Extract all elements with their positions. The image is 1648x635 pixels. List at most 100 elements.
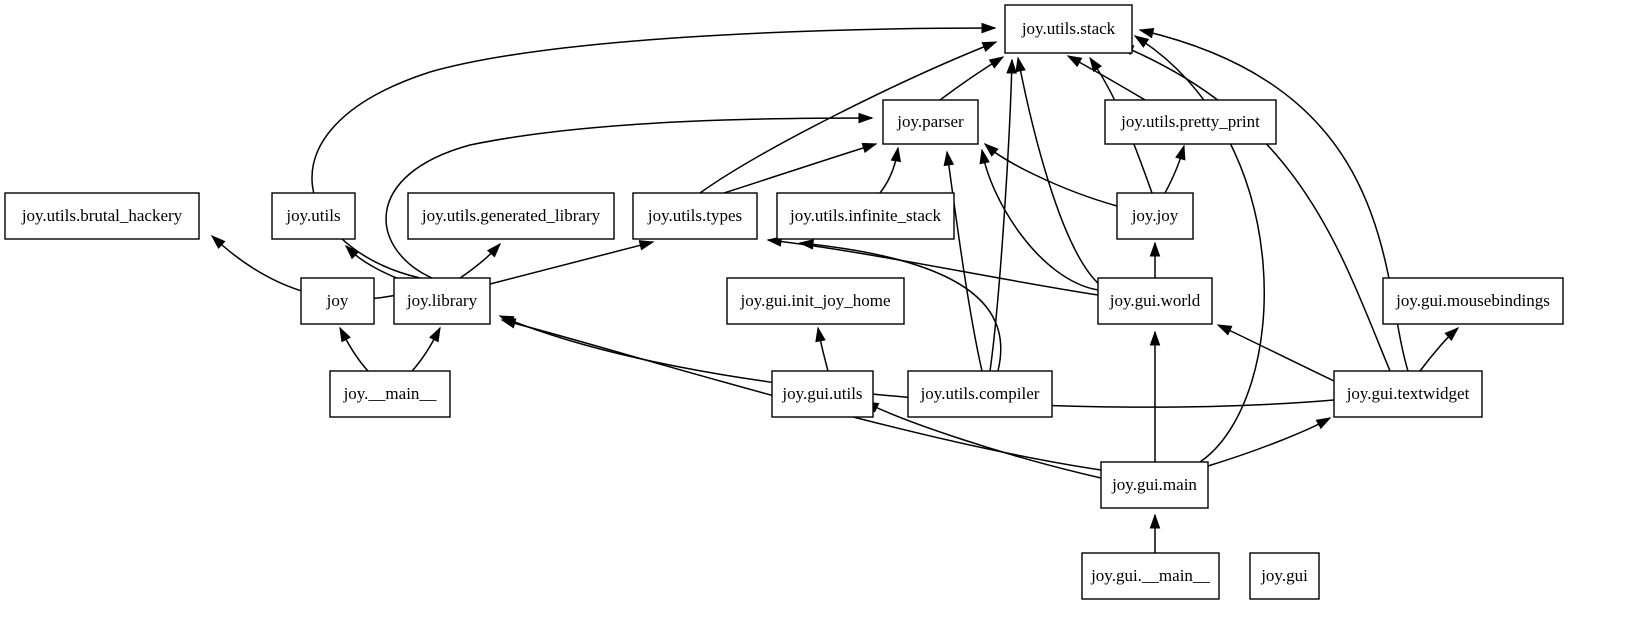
graph-node-joy-library[interactable]: joy.library [393, 277, 491, 325]
graph-node-joy-gui[interactable]: joy.gui [1249, 552, 1320, 600]
graph-node-joy[interactable]: joy [300, 277, 375, 325]
graph-edge [339, 326, 369, 372]
edge-arrowhead [979, 148, 990, 165]
graph-edge [489, 240, 655, 285]
graph-node-joy---main--[interactable]: joy.__main__ [329, 370, 451, 418]
edge-line [311, 27, 996, 279]
edge-arrowhead [890, 146, 902, 163]
edge-arrowhead [1175, 144, 1186, 161]
graph-edge [979, 148, 1099, 291]
edge-arrowhead [861, 142, 878, 154]
graph-edge [943, 150, 983, 372]
edge-arrowhead [1089, 56, 1103, 73]
graph-edge [798, 239, 1002, 372]
edge-line [981, 149, 1099, 291]
graph-node-joy-utils-brutal-hackery[interactable]: joy.utils.brutal_hackery [4, 192, 200, 240]
graph-node-joy-gui-init-joy-home[interactable]: joy.gui.init_joy_home [726, 277, 905, 325]
node-box[interactable] [771, 370, 874, 418]
edge-arrowhead [1149, 513, 1161, 529]
graph-node-joy-parser[interactable]: joy.parser [882, 99, 979, 145]
node-box[interactable] [4, 192, 200, 240]
node-box[interactable] [1097, 277, 1213, 325]
node-box[interactable] [776, 192, 955, 240]
node-box[interactable] [407, 192, 615, 240]
node-box[interactable] [632, 192, 758, 240]
graph-node-joy-utils-generated-library[interactable]: joy.utils.generated_library [407, 192, 615, 240]
graph-node-joy-gui-textwidget[interactable]: joy.gui.textwidget [1333, 370, 1483, 418]
graph-node-joy-utils-compiler[interactable]: joy.utils.compiler [907, 370, 1053, 418]
graph-edge [939, 56, 1005, 101]
graph-node-joy-utils-stack[interactable]: joy.utils.stack [1004, 4, 1133, 54]
graph-edge [1207, 417, 1332, 467]
graph-edge [1133, 35, 1265, 463]
edge-line [1139, 29, 1409, 372]
edge-arrowhead [1133, 35, 1150, 48]
node-box[interactable] [300, 277, 375, 325]
edge-arrowhead [498, 315, 515, 327]
edge-arrowhead [339, 326, 351, 343]
node-box[interactable] [1100, 461, 1209, 509]
graph-edge [879, 146, 902, 194]
edge-arrowhead [1315, 417, 1332, 430]
edge-line [489, 241, 654, 285]
node-box[interactable] [1104, 99, 1277, 145]
edge-arrowhead [1066, 55, 1083, 68]
graph-edge [1149, 513, 1161, 554]
graph-node-joy-utils-pretty-print[interactable]: joy.utils.pretty_print [1104, 99, 1277, 145]
node-box[interactable] [882, 99, 979, 145]
edge-line [799, 242, 1002, 372]
edge-arrowhead [638, 240, 655, 251]
graph-edge [411, 326, 441, 372]
graph-edge [1419, 326, 1460, 372]
node-box[interactable] [1004, 4, 1133, 54]
node-box[interactable] [1382, 277, 1564, 325]
node-box[interactable] [1081, 552, 1220, 600]
graph-edge [311, 22, 997, 279]
edge-line [723, 143, 877, 194]
graph-edge [983, 143, 1118, 207]
edge-arrowhead [429, 326, 441, 343]
graph-edge [1138, 27, 1409, 372]
graph-node-joy-utils-infinite-stack[interactable]: joy.utils.infinite_stack [776, 192, 955, 240]
graph-edge [1149, 330, 1161, 463]
edge-arrowhead [1015, 56, 1026, 73]
graph-edge [1066, 55, 1146, 101]
graph-edge [723, 142, 878, 194]
graph-edge [815, 326, 829, 372]
edge-arrowhead [943, 150, 955, 167]
node-box[interactable] [1333, 370, 1483, 418]
node-box[interactable] [1116, 192, 1194, 240]
graph-edge [699, 41, 998, 194]
graph-node-joy-utils-types[interactable]: joy.utils.types [632, 192, 758, 240]
node-box[interactable] [393, 277, 491, 325]
node-box[interactable] [726, 277, 905, 325]
edge-arrowhead [1149, 241, 1161, 257]
graph-node-joy-gui-mousebindings[interactable]: joy.gui.mousebindings [1382, 277, 1564, 325]
edge-line [946, 151, 983, 372]
node-box[interactable] [271, 192, 356, 240]
edge-line [1217, 324, 1335, 382]
edge-arrowhead [815, 326, 826, 343]
graph-node-joy-gui-world[interactable]: joy.gui.world [1097, 277, 1213, 325]
edge-arrowhead [858, 112, 874, 124]
edge-arrowhead [798, 239, 814, 250]
node-box[interactable] [329, 370, 451, 418]
edges-layer [210, 22, 1460, 554]
node-box[interactable] [1249, 552, 1320, 600]
graph-node-joy-utils[interactable]: joy.utils [271, 192, 356, 240]
edge-line [864, 401, 1102, 479]
edge-line [699, 41, 997, 194]
graph-node-joy-gui-main[interactable]: joy.gui.main [1100, 461, 1209, 509]
edge-arrowhead [344, 244, 360, 260]
edge-arrowhead [210, 234, 226, 250]
graph-node-joy-gui---main--[interactable]: joy.gui.__main__ [1081, 552, 1220, 600]
edge-arrowhead [981, 41, 998, 52]
node-box[interactable] [907, 370, 1053, 418]
graph-node-joy-gui-utils[interactable]: joy.gui.utils [771, 370, 874, 418]
edge-line [989, 59, 1013, 372]
edge-line [1207, 417, 1331, 467]
edge-arrowhead [981, 22, 997, 34]
graph-node-joy-joy[interactable]: joy.joy [1116, 192, 1194, 240]
